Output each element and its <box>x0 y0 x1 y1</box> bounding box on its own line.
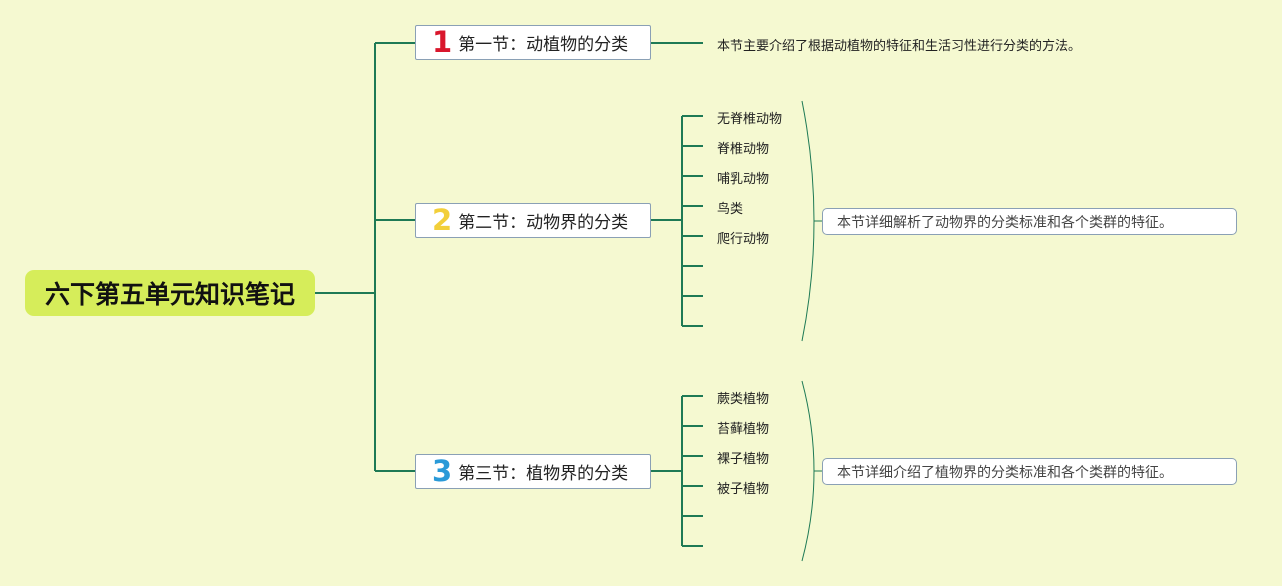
section-1-node[interactable]: 1 第一节：动植物的分类 <box>415 25 651 60</box>
section-2-item[interactable]: 鸟类 <box>717 202 744 217</box>
section-2-number: 2 <box>432 203 453 237</box>
section-3-node[interactable]: 3 第三节：植物界的分类 <box>415 454 651 489</box>
section-3-item[interactable]: 蕨类植物 <box>717 392 770 407</box>
section-2-item[interactable]: 爬行动物 <box>717 232 770 247</box>
connector-leaves-2 <box>682 115 703 327</box>
summary-bracket-2 <box>801 100 815 342</box>
section-3-item[interactable]: 苔藓植物 <box>717 422 770 437</box>
connector-leaves-3 <box>682 395 703 547</box>
section-3-label: 第三节：植物界的分类 <box>458 464 629 484</box>
section-2-item[interactable]: 脊椎动物 <box>717 142 770 157</box>
section-3-item[interactable]: 被子植物 <box>717 482 770 497</box>
root-topic[interactable]: 六下第五单元知识笔记 <box>25 270 315 316</box>
section-2-item[interactable]: 无脊椎动物 <box>717 112 783 127</box>
section-1-number: 1 <box>432 25 453 59</box>
summary-bracket-3 <box>801 380 815 562</box>
section-1-label: 第一节：动植物的分类 <box>458 35 629 55</box>
section-2-item[interactable]: 哺乳动物 <box>717 172 770 187</box>
section-2-node[interactable]: 2 第二节：动物界的分类 <box>415 203 651 238</box>
section-3-item[interactable]: 裸子植物 <box>717 452 770 467</box>
section-3-number: 3 <box>432 454 453 488</box>
section-3-summary[interactable]: 本节详细介绍了植物界的分类标准和各个类群的特征。 <box>822 458 1237 485</box>
section-1-note[interactable]: 本节主要介绍了根据动植物的特征和生活习性进行分类的方法。 <box>717 39 1082 54</box>
section-2-label: 第二节：动物界的分类 <box>458 213 629 233</box>
section-2-summary[interactable]: 本节详细解析了动物界的分类标准和各个类群的特征。 <box>822 208 1237 235</box>
